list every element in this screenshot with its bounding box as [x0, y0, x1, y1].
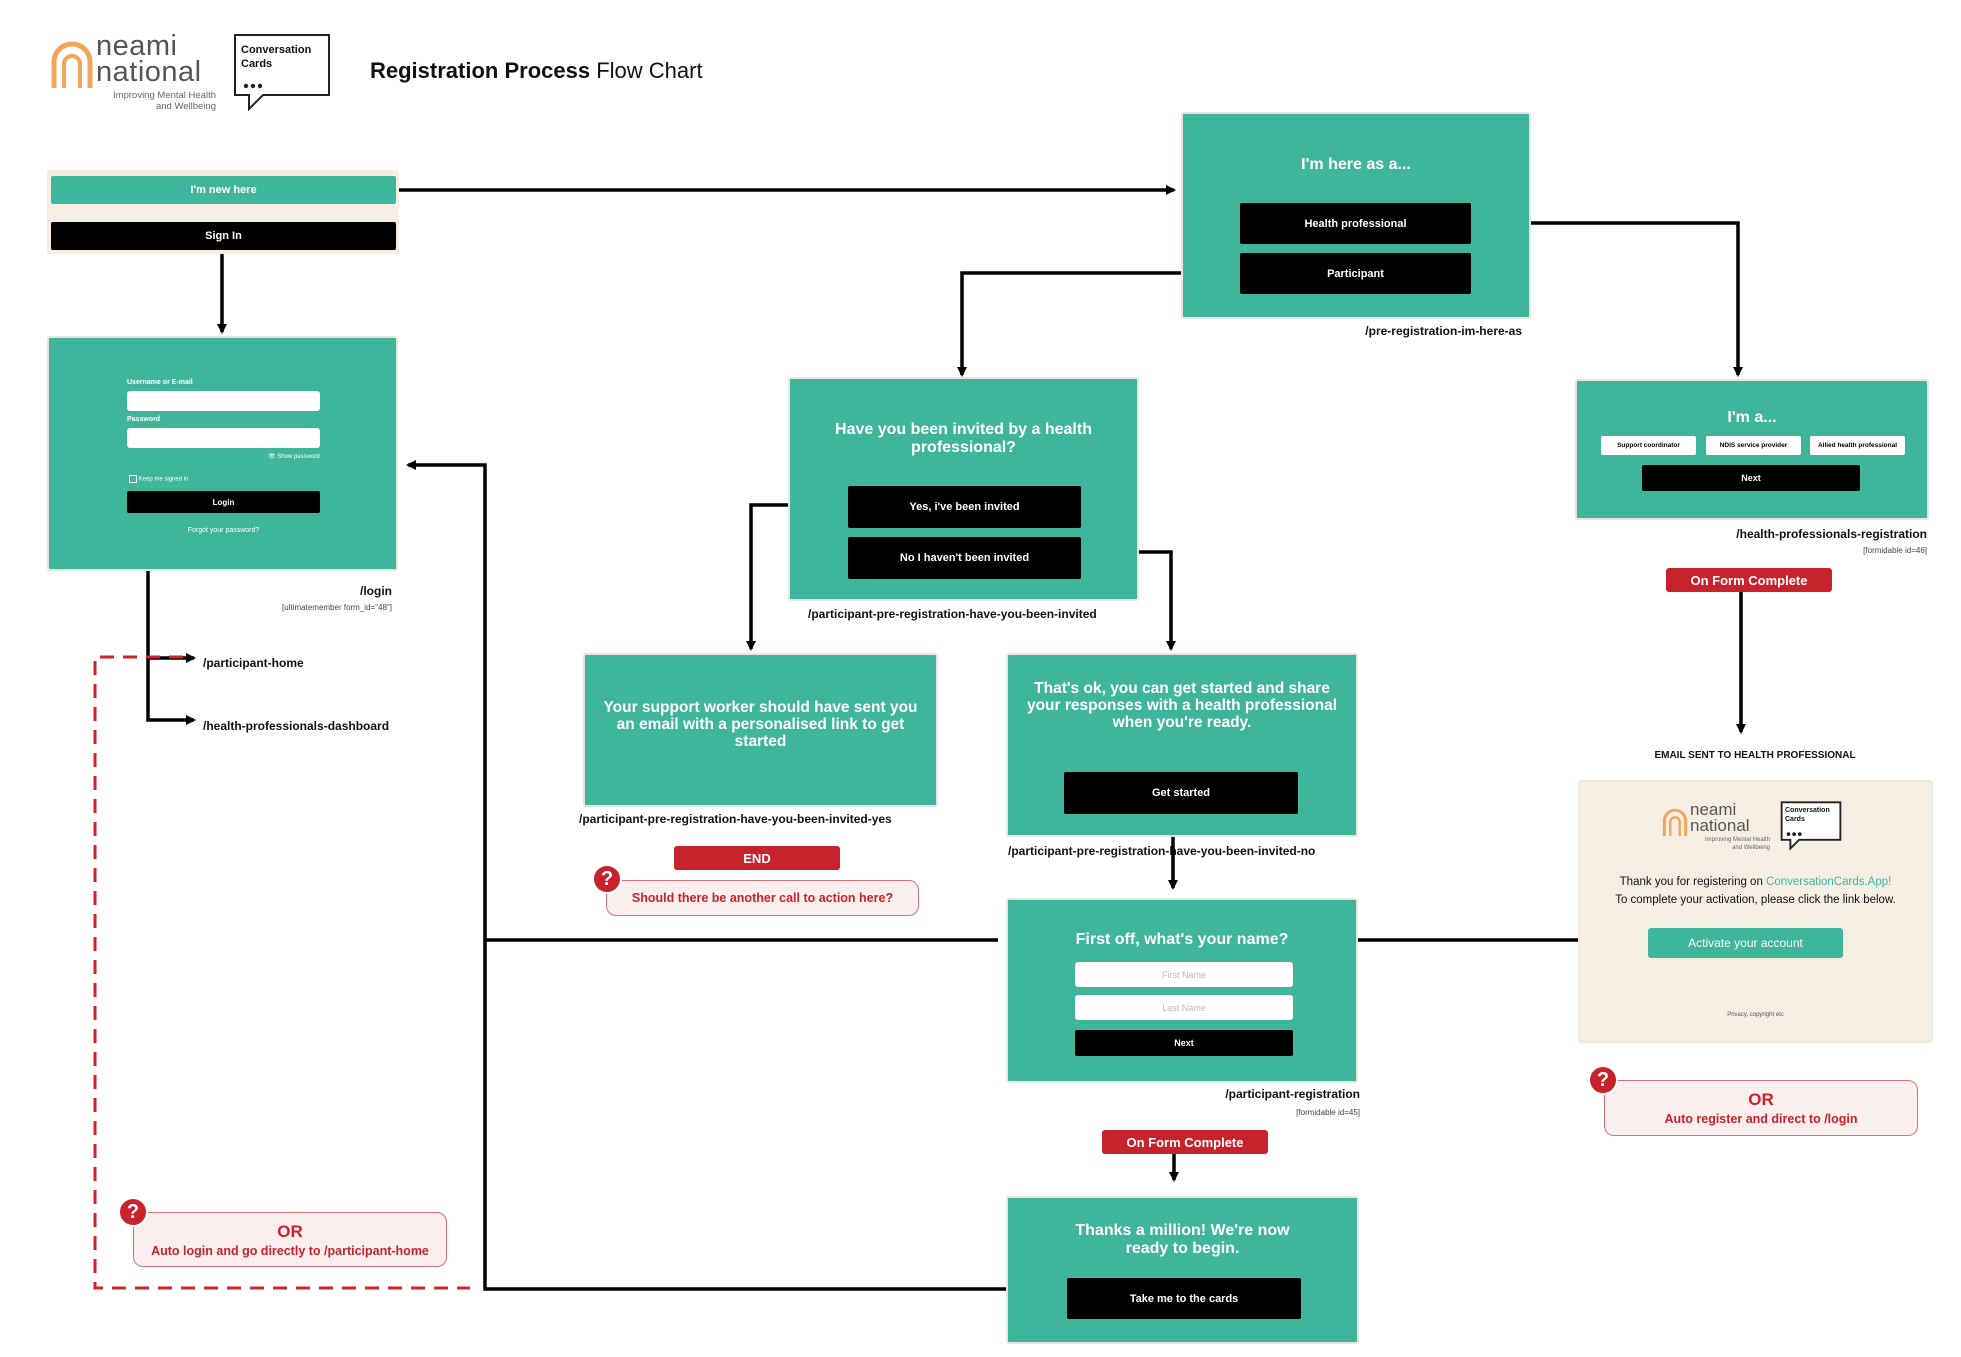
participant-home-link: /participant-home	[203, 656, 304, 670]
cards-logo-line1: Conversation	[241, 44, 312, 56]
hp-dashboard-link: /health-professionals-dashboard	[203, 719, 390, 733]
new-here-button[interactable]: I'm new here	[51, 176, 396, 204]
hp-next-button[interactable]: Next	[1642, 465, 1860, 491]
email-label: EMAIL SENT TO HEALTH PROFESSIONAL	[1654, 750, 1856, 761]
neami-arch-icon	[51, 41, 93, 88]
auto-register-or: OR	[1748, 1090, 1774, 1109]
allied-health-option[interactable]: Allied health professional	[1810, 436, 1905, 455]
auto-login-text: Auto login and go directly to /participa…	[151, 1244, 429, 1258]
keep-signed-in-label: Keep me signed in	[138, 476, 189, 483]
username-label: Username or E-mail	[127, 379, 193, 386]
invited-yes-slug: /participant-pre-registration-have-you-b…	[579, 812, 892, 826]
invited-no-slug: /participant-pre-registration-have-you-b…	[1008, 844, 1316, 858]
auto-login-note: OR Auto login and go directly to /partic…	[133, 1212, 447, 1267]
support-coordinator-option[interactable]: Support coordinator	[1601, 436, 1696, 455]
email-brand-line1: neami	[1690, 800, 1737, 819]
thanks-title: Thanks a million! We're now ready to beg…	[1075, 1222, 1290, 1257]
end-tag: END	[674, 846, 840, 870]
activate-account-button[interactable]: Activate your account	[1648, 928, 1843, 958]
email-thanks-line: Thank you for registering on Conversatio…	[1578, 876, 1933, 888]
brand-tagline-line2: and Wellbeing	[155, 101, 216, 112]
checkbox-icon	[129, 475, 137, 483]
invited-no-text: That's ok, you can get started and share…	[1026, 680, 1338, 732]
password-label: Password	[127, 416, 161, 423]
last-name-input[interactable]: Last Name	[1075, 995, 1293, 1020]
page-title-bold: Registration Process	[370, 58, 591, 83]
auto-register-note: OR Auto register and direct to /login	[1604, 1080, 1918, 1136]
email-brand-line2: national	[1690, 816, 1750, 835]
participant-button[interactable]: Participant	[1240, 253, 1471, 294]
hp-reg-note: [formidable id=46]	[1863, 546, 1927, 555]
password-input[interactable]	[127, 428, 320, 448]
take-me-to-cards-button[interactable]: Take me to the cards	[1067, 1278, 1301, 1319]
invited-title: Have you been invited by a health profes…	[835, 421, 1092, 456]
invited-yes-text: Your support worker should have sent you…	[603, 699, 918, 751]
im-here-as-slug: /pre-registration-im-here-as	[1365, 324, 1522, 338]
login-button[interactable]: Login	[127, 491, 320, 513]
conversation-cards-logo: Conversation Cards	[233, 33, 331, 113]
get-started-button[interactable]: Get started	[1064, 772, 1298, 814]
thanks-panel	[1006, 1196, 1359, 1344]
name-next-button[interactable]: Next	[1075, 1030, 1293, 1056]
email-cards-logo: Conversation Cards	[1780, 801, 1842, 851]
speech-bubble-icon	[234, 34, 330, 112]
email-instruction: To complete your activation, please clic…	[1615, 894, 1896, 906]
login-panel	[47, 336, 398, 571]
page-title: Registration Process Flow Chart	[370, 58, 703, 84]
email-tagline-line2: and Wellbeing	[1732, 845, 1770, 851]
neami-logo: neami national Improving Mental Health a…	[50, 30, 220, 112]
another-cta-text: Should there be another call to action h…	[631, 891, 894, 905]
keep-signed-in[interactable]: Keep me signed in	[129, 475, 188, 483]
email-cards-line2: Cards	[1785, 816, 1805, 823]
question-icon: ?	[118, 1197, 148, 1227]
show-password-label: Show password	[277, 454, 320, 460]
cards-logo-line2: Cards	[241, 58, 273, 70]
email-cards-line1: Conversation	[1785, 807, 1830, 814]
app-link[interactable]: ConversationCards.App!	[1766, 876, 1892, 888]
email-thanks-text: Thank you for registering on	[1619, 876, 1767, 888]
sign-in-button[interactable]: Sign In	[51, 222, 396, 250]
show-password-toggle[interactable]: 👁 Show password	[268, 453, 320, 460]
invited-yes-panel	[583, 653, 938, 807]
neami-arch-icon	[1662, 808, 1688, 837]
email-footer: Privacy, copyright etc	[1727, 1012, 1784, 1018]
speech-bubble-icon	[1780, 801, 1842, 851]
name-form-note: [formidable id=45]	[1296, 1108, 1360, 1117]
hp-reg-title: I'm a...	[1727, 409, 1777, 426]
username-input[interactable]	[127, 391, 320, 411]
name-form-slug: /participant-registration	[1225, 1087, 1360, 1101]
question-icon: ?	[592, 864, 622, 894]
forgot-password-link[interactable]: Forgot your password?	[187, 527, 260, 534]
brand-tagline-line1: Improving Mental Health	[113, 90, 216, 101]
email-tagline-line1: Improving Mental Health	[1704, 837, 1770, 843]
login-slug: /login	[360, 584, 392, 598]
invited-slug: /participant-pre-registration-have-you-b…	[808, 607, 1097, 621]
login-form-note: [ultimatemember form_id="48"]	[282, 603, 392, 612]
auto-register-text: Auto register and direct to /login	[1664, 1112, 1858, 1126]
eye-icon: 👁	[268, 454, 276, 460]
invited-no-button[interactable]: No I haven't been invited	[848, 537, 1081, 579]
name-form-title: First off, what's your name?	[1075, 931, 1289, 948]
im-here-as-title: I'm here as a...	[1301, 156, 1411, 173]
hp-on-complete-tag: On Form Complete	[1666, 568, 1832, 592]
page-title-regular: Flow Chart	[596, 58, 703, 83]
auto-login-or: OR	[277, 1222, 303, 1241]
brand-name-line1: neami	[96, 30, 178, 62]
email-preview	[1578, 780, 1933, 1043]
health-professional-button[interactable]: Health professional	[1240, 203, 1471, 244]
hp-reg-slug: /health-professionals-registration	[1736, 527, 1927, 541]
first-name-input[interactable]: First Name	[1075, 962, 1293, 987]
another-cta-note: Should there be another call to action h…	[606, 880, 919, 916]
brand-name-line2: national	[96, 56, 202, 88]
name-on-complete-tag: On Form Complete	[1102, 1130, 1268, 1154]
question-icon: ?	[1588, 1065, 1618, 1095]
ndis-provider-option[interactable]: NDIS service provider	[1706, 436, 1801, 455]
email-neami-logo: neami national Improving Mental Health a…	[1662, 800, 1774, 854]
invited-yes-button[interactable]: Yes, i've been invited	[848, 486, 1081, 528]
